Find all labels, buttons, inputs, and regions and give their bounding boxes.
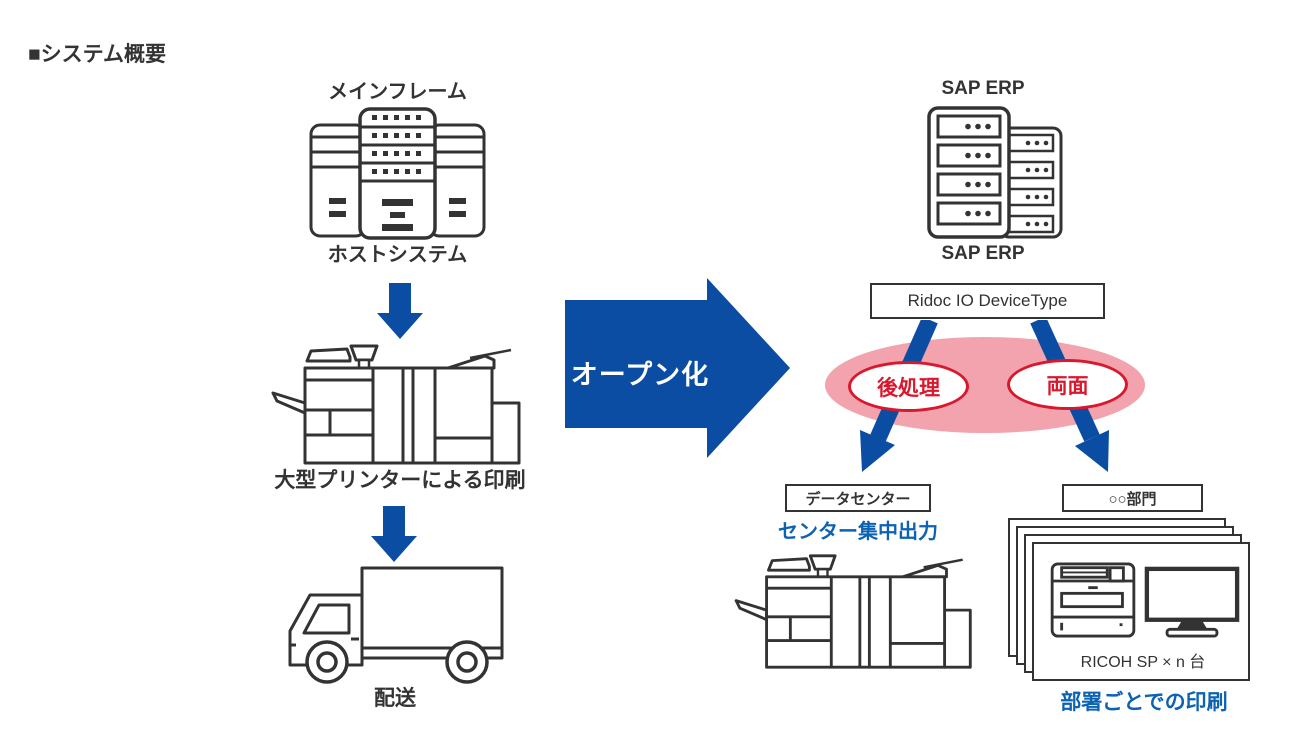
- production-printer-icon: [734, 554, 972, 669]
- department-box: ○○部門: [1062, 484, 1203, 512]
- host-system-caption: ホストシステム: [327, 244, 468, 266]
- department-sheet-front: RICOH SP × n 台: [1032, 542, 1250, 681]
- department-caption: 部署ごとでの印刷: [1060, 691, 1228, 714]
- delivery-caption: 配送: [374, 687, 416, 710]
- desktop-printer-icon: [1050, 562, 1136, 638]
- delivery-truck-icon: [288, 566, 504, 684]
- device-count-label: RICOH SP × n 台: [1080, 654, 1206, 671]
- sap-server-rack-icon: [927, 106, 1063, 239]
- ridoc-devicetype-box: Ridoc IO DeviceType: [870, 283, 1105, 319]
- transition-label: オープン化: [570, 360, 710, 390]
- mainframe-servers-icon: [309, 107, 486, 240]
- down-arrow-icon: [371, 506, 417, 562]
- sap-erp-caption: SAP ERP: [941, 243, 1025, 264]
- sap-erp-title: SAP ERP: [941, 78, 1025, 99]
- large-printer-caption: 大型プリンターによる印刷: [274, 469, 526, 492]
- feature-duplex: 両面: [1007, 359, 1128, 410]
- desktop-monitor-icon: [1144, 566, 1240, 638]
- datacenter-caption: センター集中出力: [778, 521, 938, 543]
- page-title: ■システム概要: [28, 43, 167, 66]
- mainframe-title: メインフレーム: [328, 81, 467, 103]
- feature-postprocess: 後処理: [848, 361, 969, 412]
- down-arrow-icon: [377, 283, 423, 339]
- production-printer-icon: [271, 344, 521, 465]
- right-arrow-icon: [565, 278, 790, 458]
- datacenter-box: データセンター: [785, 484, 931, 512]
